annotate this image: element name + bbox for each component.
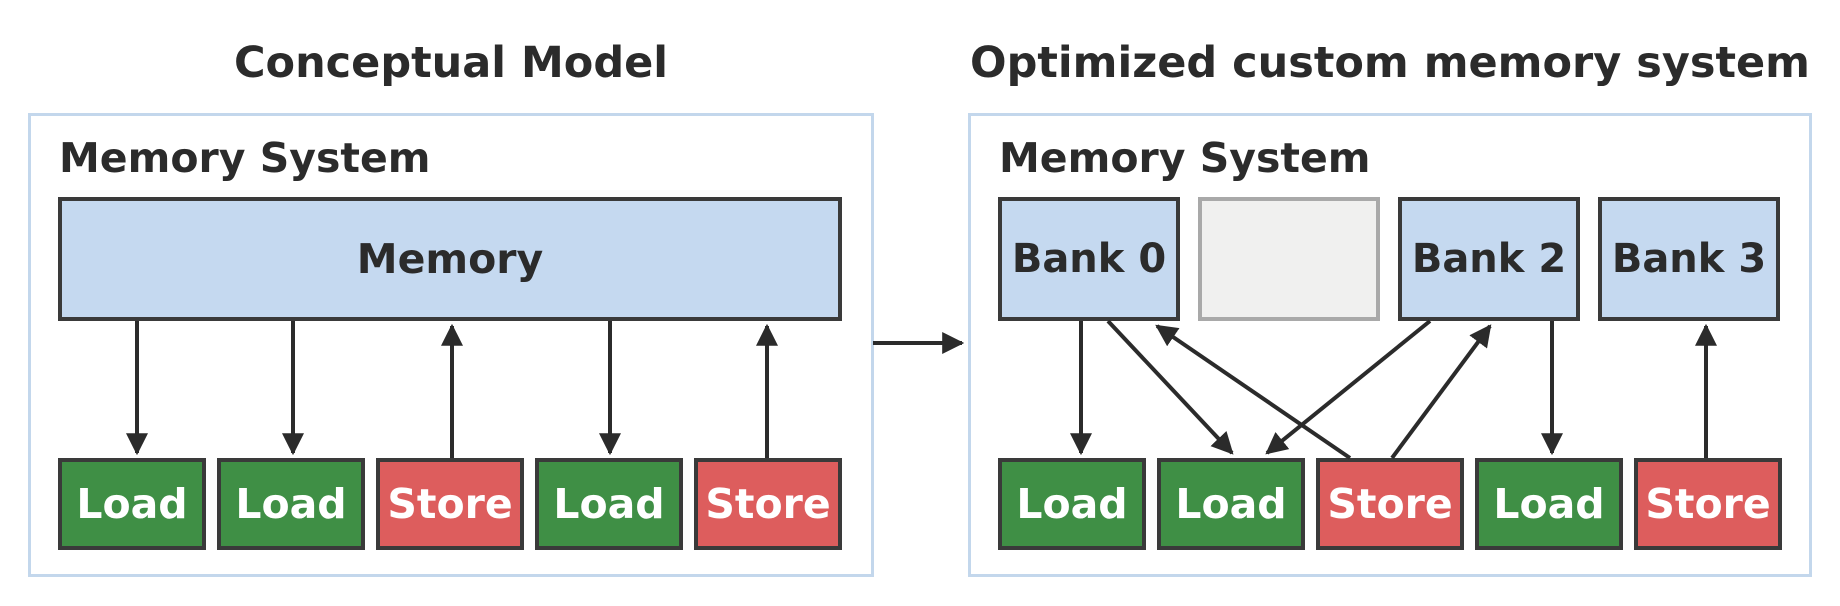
left-load-op-3: Load <box>535 458 683 550</box>
left-title: Conceptual Model <box>233 38 669 88</box>
right-store-op-2: Store <box>1634 458 1782 550</box>
bank-0: Bank 0 <box>998 197 1180 321</box>
left-load-op-2: Load <box>217 458 365 550</box>
right-load-op-3: Load <box>1475 458 1623 550</box>
right-load-op-1: Load <box>998 458 1146 550</box>
left-load-op-1: Load <box>58 458 206 550</box>
left-store-op-2: Store <box>694 458 842 550</box>
bank-3: Bank 3 <box>1598 197 1780 321</box>
memory-block: Memory <box>58 197 842 321</box>
right-load-op-2: Load <box>1157 458 1305 550</box>
right-title: Optimized custom memory system <box>970 38 1810 88</box>
right-panel-label: Memory System <box>999 134 1371 182</box>
bank-1-empty <box>1198 197 1380 321</box>
right-store-op-1: Store <box>1316 458 1464 550</box>
left-store-op-1: Store <box>376 458 524 550</box>
bank-2: Bank 2 <box>1398 197 1580 321</box>
left-panel-label: Memory System <box>59 134 431 182</box>
